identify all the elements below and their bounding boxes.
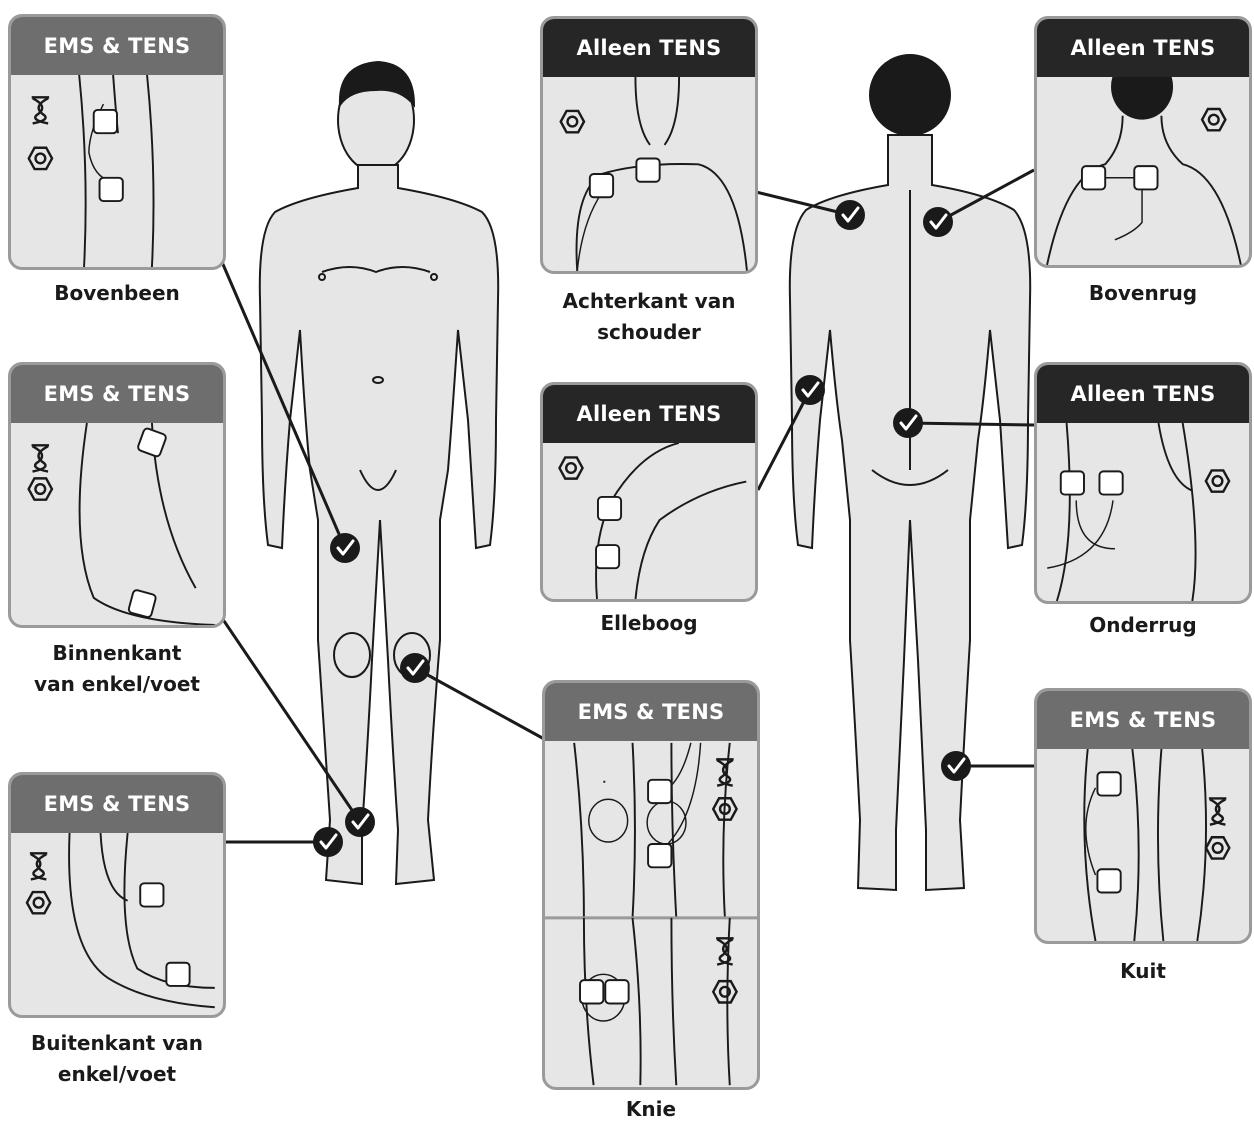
connector-lines [220,168,1036,844]
electrode-pad [595,544,621,570]
panel-header: EMS & TENS [11,775,223,833]
panel-elleboog: Alleen TENS [540,382,758,602]
panel-binnenkant-enkel: EMS & TENS [8,362,226,628]
panel-knie: EMS & TENS [542,680,760,1090]
caption-onderrug: Onderrug [1089,613,1197,637]
tens-mode-icon [1204,836,1231,860]
marker-binnenkant-enkel [343,805,377,839]
panel-illustration [543,443,755,599]
panel-illustration [1037,77,1249,265]
marker-bovenrug [921,205,955,239]
panel-bovenbeen: EMS & TENS [8,14,226,270]
panel-onderrug: Alleen TENS [1034,362,1252,604]
panel-buitenkant-enkel: EMS & TENS [8,772,226,1018]
panel-header: EMS & TENS [545,683,757,741]
caption-achterkant-schouder: Achterkant van schouder [562,289,736,344]
electrode-pad [604,979,630,1005]
electrode-pad [647,778,673,805]
electrode-pad [92,108,118,135]
tens-mode-icon [712,979,738,1004]
ems-mode-icon [28,852,49,881]
panel-kuit: EMS & TENS [1034,688,1252,944]
electrode-pad [1096,771,1122,797]
tens-mode-icon [1200,107,1227,132]
caption-elleboog: Elleboog [600,611,698,635]
ems-mode-icon [1207,797,1228,826]
panel-header: EMS & TENS [11,365,223,423]
tens-mode-icon [27,146,54,171]
electrode-pad [1080,165,1107,191]
electrode-pad [1098,470,1124,496]
electrode-pad [579,979,605,1005]
tens-mode-icon [27,477,54,501]
electrode-pad [98,176,124,203]
panel-illustration [1037,749,1249,941]
caption-kuit: Kuit [1120,959,1166,983]
electrode-pad [1059,470,1085,496]
tens-mode-icon [559,109,586,134]
panel-header: EMS & TENS [1037,691,1249,749]
ems-mode-icon [30,96,51,125]
electrode-pad [647,843,673,869]
ems-mode-icon [714,937,735,966]
marker-bovenbeen [328,531,362,565]
electrode-pad [635,157,661,183]
electrode-pad [127,588,158,619]
tens-mode-icon [558,456,584,480]
marker-kuit [939,749,973,783]
panel-header: Alleen TENS [1037,19,1249,77]
front-body-figure [258,60,500,886]
panel-header: Alleen TENS [543,385,755,443]
marker-buitenkant-enkel [311,825,345,859]
electrode-pad [1096,868,1122,894]
electrode-pad [1133,165,1159,191]
marker-elleboog [793,373,827,407]
panel-illustration [11,423,223,625]
panel-header: Alleen TENS [543,19,755,77]
electrode-pad [139,882,165,908]
electrode-pad [136,426,168,459]
electrode-pad [596,495,623,522]
panel-header: Alleen TENS [1037,365,1249,423]
panel-illustration [545,741,757,1087]
tens-mode-icon [25,890,52,915]
marker-knie [398,651,432,685]
caption-binnenkant-enkel: Binnenkant van enkel/voet [34,641,200,696]
caption-knie: Knie [625,1097,677,1121]
ems-mode-icon [30,444,51,473]
marker-achterkant-schouder [833,198,867,232]
back-body-figure [788,54,1032,892]
marker-onderrug [891,406,925,440]
panel-illustration [1037,423,1249,601]
tens-mode-icon [1204,469,1231,493]
panel-illustration [11,75,223,267]
caption-bovenrug: Bovenrug [1088,281,1198,305]
panel-illustration [11,833,223,1015]
caption-bovenbeen: Bovenbeen [54,281,180,305]
electrode-pad [588,173,615,199]
ems-mode-icon [714,758,735,787]
panel-achterkant-schouder: Alleen TENS [540,16,758,274]
panel-illustration [543,77,755,271]
panel-header: EMS & TENS [11,17,223,75]
caption-buitenkant-enkel: Buitenkant van enkel/voet [30,1031,204,1086]
electrode-pad [165,961,191,987]
panel-bovenrug: Alleen TENS [1034,16,1252,268]
